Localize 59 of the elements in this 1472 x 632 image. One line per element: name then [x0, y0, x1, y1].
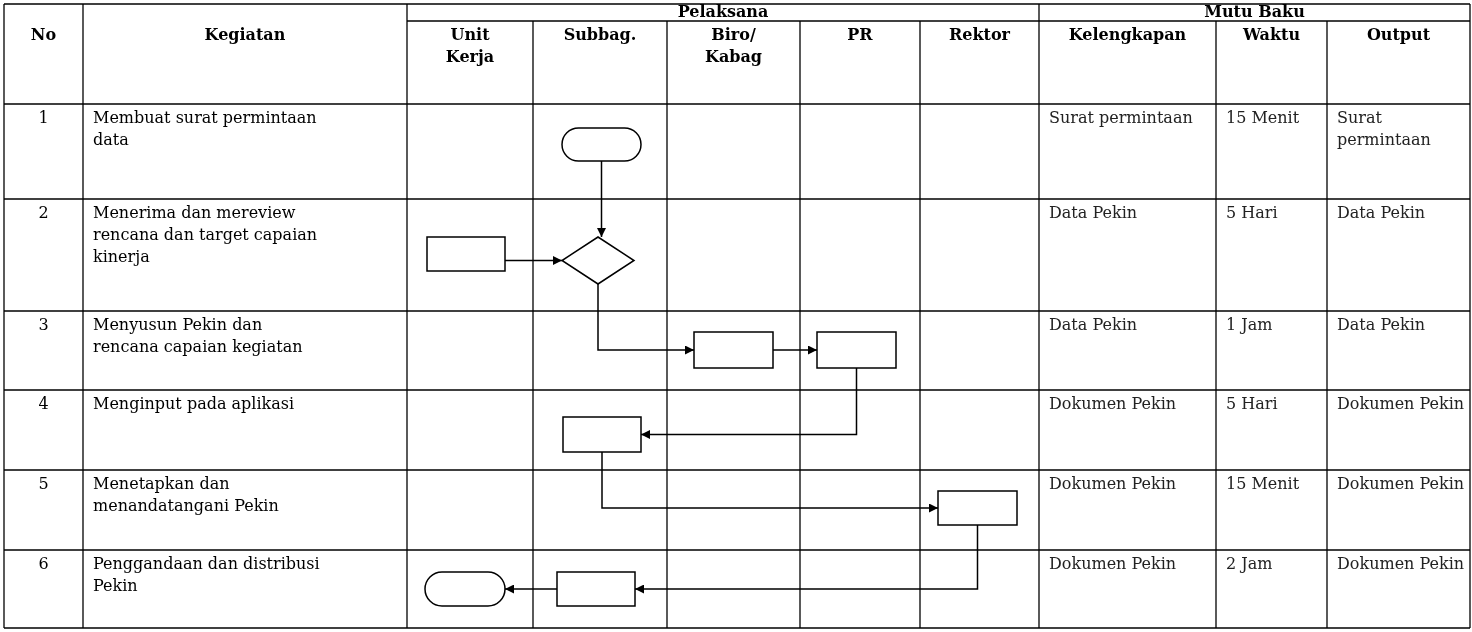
arrow: [504, 256, 563, 265]
row-number: 5: [37, 473, 50, 495]
table-text: Menginput pada aplikasi: [93, 393, 296, 415]
column-header: PR: [846, 24, 874, 46]
column-header: Subbag.: [562, 24, 638, 46]
table-text: Surat permintaan: [1337, 107, 1432, 151]
table-text: Dokumen Pekin: [1049, 393, 1178, 415]
row-number: 1: [37, 107, 50, 129]
table-text: Data Pekin: [1049, 314, 1139, 336]
process-box: [938, 491, 1017, 525]
table-text: Dokumen Pekin: [1337, 473, 1466, 495]
row-number: 4: [37, 393, 50, 415]
table-text: Data Pekin: [1337, 314, 1427, 336]
row-number: 3: [37, 314, 50, 336]
arrow: [597, 160, 606, 238]
arrow: [772, 345, 818, 355]
process-box: [427, 237, 505, 271]
column-header: Kegiatan: [203, 24, 287, 46]
process-box: [694, 332, 773, 368]
row-number: 2: [37, 202, 50, 224]
table-text: Membuat surat permintaan data: [93, 107, 318, 151]
arrow: [601, 451, 939, 513]
table-text: Penggandaan dan distribusi Pekin: [93, 553, 321, 597]
process-box: [817, 332, 896, 368]
table-text: Dokumen Pekin: [1049, 473, 1178, 495]
table-text: Surat permintaan: [1049, 107, 1194, 129]
table-text: Data Pekin: [1337, 202, 1427, 224]
table-text: Menerima dan mereview rencana dan target capaian kinerja: [93, 202, 319, 268]
process-box: [557, 572, 635, 606]
table-text: 15 Menit: [1226, 107, 1301, 129]
table-text: 5 Hari: [1226, 202, 1279, 224]
table-text: Dokumen Pekin: [1049, 553, 1178, 575]
table-text: Data Pekin: [1049, 202, 1139, 224]
table-text: 1 Jam: [1226, 314, 1274, 336]
table-text: 2 Jam: [1226, 553, 1274, 575]
group-header: Pelaksana: [676, 1, 770, 23]
arrow: [640, 367, 858, 439]
column-header: Unit Kerja: [444, 24, 496, 68]
decision-diamond: [562, 237, 634, 284]
column-header: Biro/ Kabag: [704, 24, 763, 68]
column-header: Waktu: [1241, 24, 1302, 46]
table-text: Menetapkan dan menandatangani Pekin: [93, 473, 280, 517]
column-header: Rektor: [947, 24, 1012, 46]
arrow: [634, 524, 979, 594]
row-number: 6: [37, 553, 50, 575]
arrow: [504, 584, 558, 594]
table-text: Dokumen Pekin: [1337, 393, 1466, 415]
table-text: Menyusun Pekin dan rencana capaian kegiatan: [93, 314, 304, 358]
table-text: 5 Hari: [1226, 393, 1279, 415]
terminator-shape: [562, 128, 641, 161]
terminator-shape: [425, 572, 505, 606]
table-text: 15 Menit: [1226, 473, 1301, 495]
column-header: Kelengkapan: [1067, 24, 1188, 46]
table-text: Dokumen Pekin: [1337, 553, 1466, 575]
column-header: Output: [1365, 24, 1432, 46]
column-header: No: [29, 24, 58, 46]
arrow: [597, 283, 695, 355]
process-box: [563, 417, 641, 452]
group-header: Mutu Baku: [1203, 1, 1306, 23]
